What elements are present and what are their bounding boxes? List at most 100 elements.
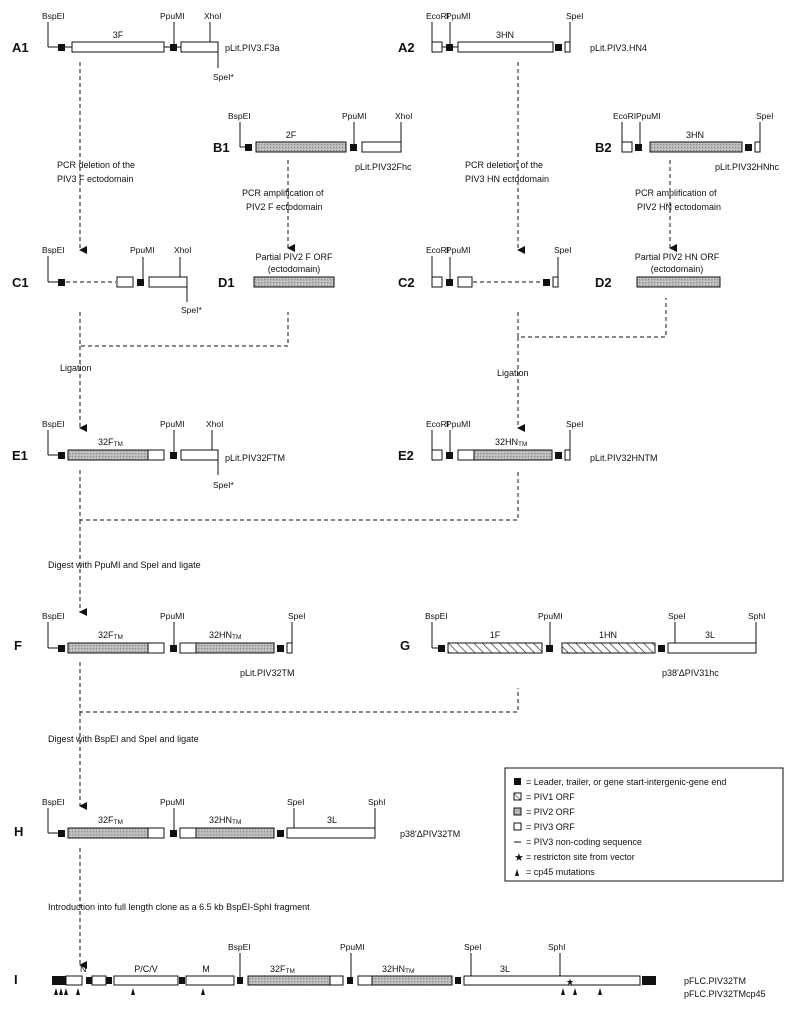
step-E2: E2 EcoRI PpuMI 32HNTM SpeI pLit.PIV32HNT… [398, 419, 658, 463]
site-ppumi: PpuMI [446, 245, 471, 255]
gene-junction-marker [555, 44, 562, 51]
site-bspei: BspEI [42, 11, 65, 21]
annotation: PIV2 F ectodomain [246, 202, 323, 212]
arrowhead-icon [54, 988, 58, 995]
site-sphi: SphI [748, 611, 766, 621]
orf-32HNTM-grey [195, 642, 275, 654]
step-label-B2: B2 [595, 140, 612, 155]
gene-junction-marker [58, 452, 65, 459]
step-label-E1: E1 [12, 448, 28, 463]
fragment-label: 1F [490, 630, 501, 640]
site-ppumi: PpuMI [160, 11, 185, 21]
legend-box [504, 767, 784, 882]
annotation: Ligation [60, 363, 92, 373]
site-spei: SpeI [756, 111, 774, 121]
annotation: PIV3 F ectodomain [57, 174, 134, 184]
annotation: PIV2 HN ectodomain [637, 202, 721, 212]
site-ppumi: PpuMI [340, 942, 365, 952]
site-bspei: BspEI [42, 419, 65, 429]
site-ppumi: PpuMI [342, 111, 367, 121]
flow-connector [79, 662, 519, 713]
gene-junction-marker [58, 44, 65, 51]
orf-32HNTM-grey [473, 449, 553, 461]
step-A2: A2 EcoRI PpuMI 3HN SpeI pLit.PIV3.HN4 [398, 11, 647, 55]
annotation: PIV3 HN ectodomain [465, 174, 549, 184]
gene-junction-marker [106, 977, 112, 984]
orf-1HN-hatched [561, 642, 656, 654]
plasmid-name: pLit.PIV32HNTM [590, 453, 658, 463]
orf-box [329, 975, 344, 986]
annotation: Ligation [497, 368, 529, 378]
step-B2: B2 EcoRI PpuMI 3HN SpeI pLit.PIV32HNhc [595, 111, 780, 172]
noncoding-box [754, 141, 761, 153]
gene-label: M [202, 964, 210, 974]
step-G: G BspEI 1F PpuMI 1HN SpeI 3L SphI p38'ΔP… [400, 611, 766, 678]
orf-32HNTM-grey [371, 975, 453, 986]
gene-label: N [80, 964, 87, 974]
fragment-label: 32FTM [98, 437, 123, 448]
fragment-label: 32HNTM [495, 437, 527, 448]
fragment-label: 3L [327, 815, 337, 825]
step-E1: E1 BspEI 32FTM PpuMI XhoI SpeI* pLit.PIV… [12, 419, 285, 490]
gene-junction-marker [86, 977, 92, 984]
annotation: Introduction into full length clone as a… [48, 902, 310, 912]
plasmid-name: pLit.PIV32FTM [225, 453, 285, 463]
plasmid-name: p38'ΔPIV32TM [400, 829, 460, 839]
gene-label: 3L [500, 964, 510, 974]
arrowhead-icon [131, 988, 135, 995]
plasmid-name: pFLC.PIV32TMcp45 [684, 989, 766, 999]
arrowhead-icon [561, 988, 565, 995]
noncoding-box [564, 41, 571, 53]
fragment-label: 1HN [599, 630, 617, 640]
step-label-H: H [14, 824, 23, 839]
step-label-G: G [400, 638, 410, 653]
annotation: PCR amplification of [242, 188, 324, 198]
orf-32FTM-grey [67, 449, 149, 461]
step-label-I: I [14, 972, 18, 987]
orf-box [116, 276, 134, 288]
legend: = Leader, trailer, or gene start-interge… [504, 767, 784, 882]
orf-box [147, 827, 165, 839]
plasmid-name: pLit.PIV32Fhc [355, 162, 412, 172]
site-bspei: BspEI [425, 611, 448, 621]
gene-junction-marker [277, 830, 284, 837]
orf-32FTM-grey [67, 642, 149, 654]
fragment-label: 32FTM [98, 815, 123, 826]
step-label-E2: E2 [398, 448, 414, 463]
legend-entry: = cp45 mutations [526, 867, 595, 877]
gene-junction-marker [347, 977, 353, 984]
gene-junction-marker [58, 279, 65, 286]
site-bspei: BspEI [42, 245, 65, 255]
site-xhoi: XhoI [206, 419, 224, 429]
arrowhead-icon [76, 988, 80, 995]
gene-junction-marker [170, 44, 177, 51]
orf-box [65, 975, 83, 986]
step-D1: D1 Partial PIV2 F ORF (ectodomain) [218, 252, 335, 290]
orf-32FTM-grey [67, 827, 149, 839]
arrowhead-icon [201, 988, 205, 995]
gene-junction-marker [237, 977, 243, 984]
orf-3L [286, 827, 376, 839]
legend-entry: = PIV1 ORF [526, 792, 575, 802]
plasmid-name: pLit.PIV3.HN4 [590, 43, 647, 53]
orf-box [148, 276, 188, 288]
gene-junction-marker [170, 452, 177, 459]
annotation: Digest with BspEI and SpeI and ligate [48, 734, 199, 744]
noncoding-box [431, 276, 443, 288]
annotation: (ectodomain) [268, 264, 321, 274]
site-xhoi: XhoI [204, 11, 222, 21]
site-ppumi: PpuMI [446, 419, 471, 429]
orf-3F [71, 41, 165, 53]
fragment-label: 3HN [496, 30, 514, 40]
legend-entry: = PIV3 non-coding sequence [526, 837, 642, 847]
site-bspei: BspEI [42, 797, 65, 807]
site-ppumi: PpuMI [446, 11, 471, 21]
orf-box [179, 827, 197, 839]
site-ppumi: PpuMI [160, 797, 185, 807]
orf-PCV [113, 975, 179, 986]
orf-box [91, 975, 107, 986]
gene-junction-marker [350, 144, 357, 151]
orf-3L [463, 975, 641, 986]
site-ppumi: PpuMI [636, 111, 661, 121]
gene-junction-marker [658, 645, 665, 652]
